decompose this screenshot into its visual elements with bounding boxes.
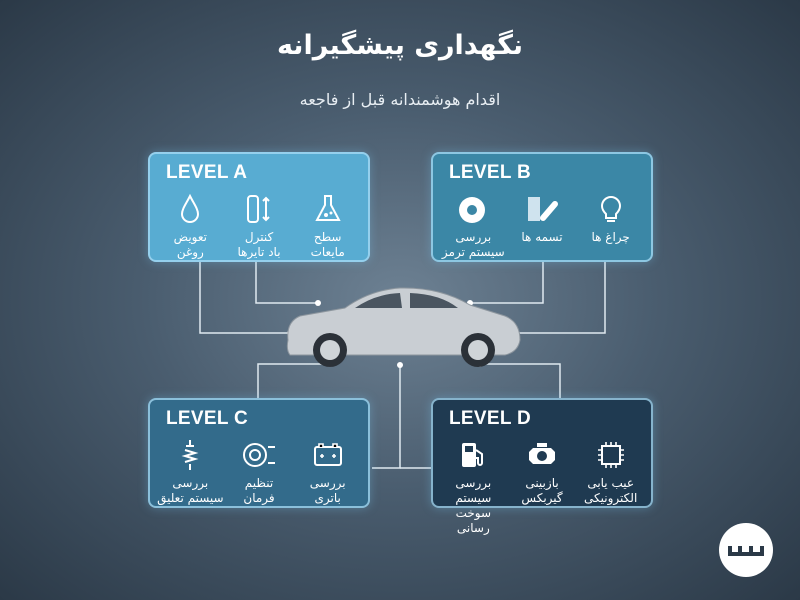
level-a-title: LEVEL A xyxy=(166,162,248,183)
oil-drop-icon xyxy=(181,193,200,223)
wheel-alignment-icon xyxy=(243,443,276,467)
page-subtitle: اقدام هوشمندانه قبل از فاجعه xyxy=(299,90,501,109)
belt-icon xyxy=(528,197,559,221)
brake-disc-icon xyxy=(459,197,486,223)
shock-absorber-icon xyxy=(181,440,199,470)
brand-logo xyxy=(719,523,773,577)
belts-item: تسمه ها xyxy=(508,192,577,260)
fuel-pump-icon xyxy=(462,443,484,467)
chip-icon xyxy=(597,442,624,468)
page-title: نگهداری پیشگیرانه xyxy=(276,30,524,61)
level-c-title: LEVEL C xyxy=(166,408,248,429)
level-d-title: LEVEL D xyxy=(449,408,531,429)
tire-pressure-icon xyxy=(247,195,270,223)
lights-item: چراغ ها xyxy=(576,192,645,260)
light-bulb-icon xyxy=(600,196,621,222)
battery-icon xyxy=(313,443,342,466)
engine-icon xyxy=(529,443,556,464)
car-illustration xyxy=(286,287,521,367)
level-b-title: LEVEL B xyxy=(449,162,531,183)
flask-icon xyxy=(315,195,341,221)
